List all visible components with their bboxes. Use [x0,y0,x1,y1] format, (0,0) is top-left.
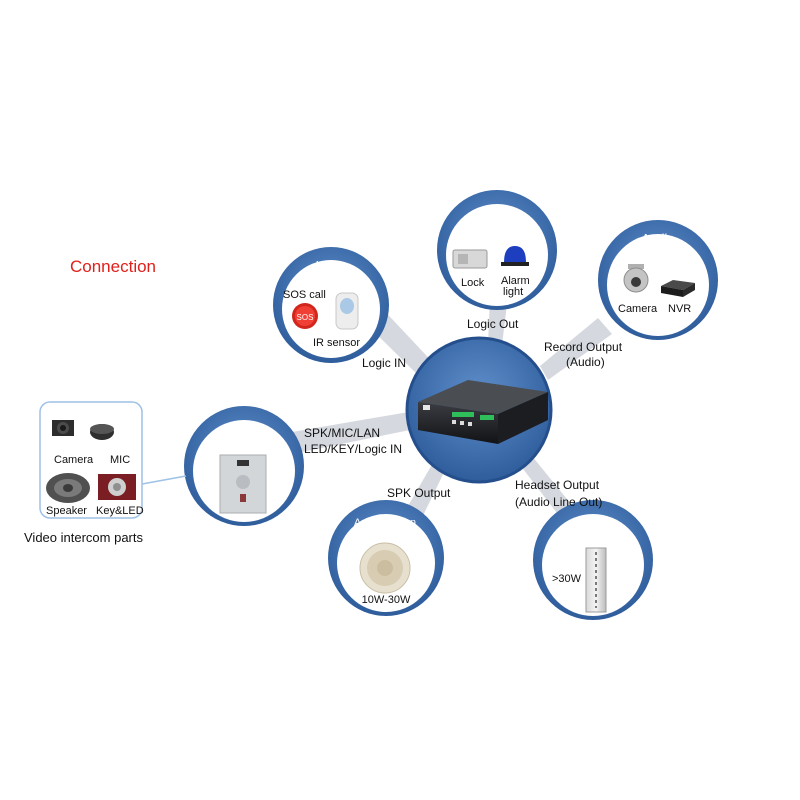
node-output-control: Output Control Lock Alarm light [437,190,557,310]
intercom-panel-icon [220,455,266,513]
lock-icon [453,250,487,268]
node-title: Audio [575,516,608,531]
node-amplification-output: Amplification output 10W-30W [328,500,444,616]
node-title: intercom [219,435,269,450]
connection-label-spk-mic-lan: SPK/MIC/LAN [304,426,380,440]
ir-sensor-icon [336,293,358,329]
parts-caption: Video intercom parts [24,530,143,545]
connection-label-record-output: Record Output [544,340,623,354]
column-speaker-icon [586,548,606,612]
key-led-icon [98,474,136,500]
part-label: Speaker [46,505,87,517]
camera-module-icon [52,420,74,436]
node-audio-record: Audio record Camera NVR [598,220,718,340]
item-label: SOS call [283,289,326,301]
connection-label-logic-in: Logic IN [362,356,406,370]
node-title: output [370,529,401,541]
microphone-icon [90,424,114,440]
connection-label-headset-output-line: (Audio Line Out) [515,495,602,509]
sos-button-icon: SOS [292,303,318,329]
node-title: Control [476,218,518,233]
page-title: Connection [70,257,156,276]
node-title: record [640,244,677,259]
item-label: Lock [461,277,485,289]
node-title: line out [571,532,613,547]
item-label: IR sensor [313,337,360,349]
item-label: >30W [552,573,582,585]
parts-panel: Camera MIC Speaker Key&LED Video interco… [24,402,186,545]
part-label: Camera [54,454,94,466]
node-audio-line-out: Audio line out >30W [533,500,653,620]
connection-label-headset-output: Headset Output [515,478,600,492]
speaker-icon [46,473,90,503]
node-input-detection: Input detection SOS call SOS IR sensor [273,247,389,363]
node-video-intercom: Video intercom [184,406,304,526]
item-label: 10W-30W [362,594,411,606]
hub-device [407,338,551,482]
node-title: detection [304,270,357,285]
sos-badge: SOS [297,313,314,322]
ceiling-speaker-icon [360,543,410,593]
part-label: Key&LED [96,505,144,517]
item-label: Camera [618,303,658,315]
connection-label-record-output-audio: (Audio) [566,355,605,369]
connection-label-spk-output: SPK Output [387,486,451,500]
part-label: MIC [110,454,130,466]
parts-connector [142,476,186,484]
item-label: NVR [668,303,691,315]
connection-label-led-key-logic: LED/KEY/Logic IN [304,442,402,456]
item-label: light [503,286,523,298]
node-title: Amplification [354,517,416,529]
connection-label-logic-out: Logic Out [467,317,519,331]
